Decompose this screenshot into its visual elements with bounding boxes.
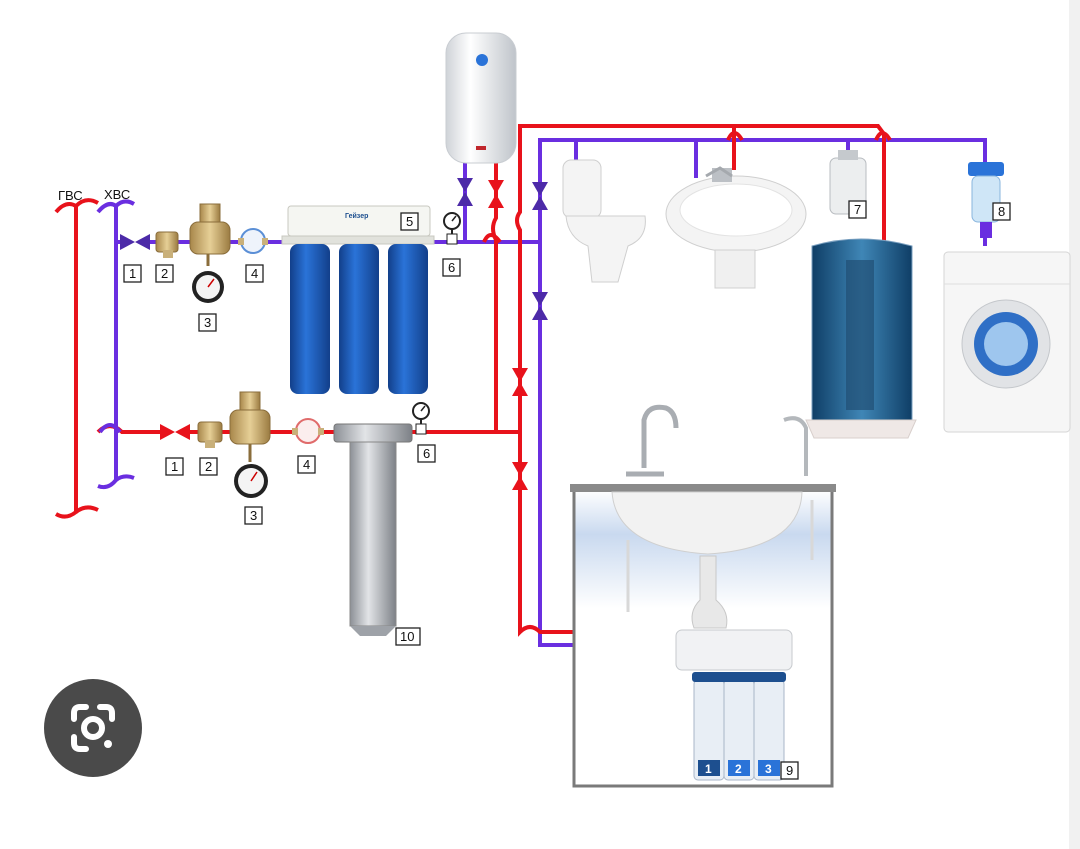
svg-text:1: 1	[129, 266, 136, 281]
hot-pressure-gauge	[234, 464, 268, 498]
toilet	[562, 159, 646, 283]
drinking-water-tap	[783, 416, 808, 476]
svg-text:3: 3	[204, 315, 211, 330]
cold-crossover	[98, 423, 122, 434]
cold-riser-valve-mid[interactable]	[532, 292, 548, 320]
label-9: 9	[780, 761, 799, 780]
label-hot-2: 2	[199, 457, 218, 476]
blue-filter-unit: Гейзер	[281, 205, 435, 394]
label-hot-10: 10	[395, 627, 421, 646]
hot-pressure-reducer	[229, 391, 271, 462]
svg-text:4: 4	[251, 266, 258, 281]
svg-text:2: 2	[161, 266, 168, 281]
label-hot-6: 6	[417, 444, 436, 463]
svg-text:1: 1	[171, 459, 178, 474]
svg-text:6: 6	[423, 446, 430, 461]
label-cold-2: 2	[155, 264, 174, 283]
cold-manometer	[443, 212, 461, 245]
hot-manometer	[412, 402, 430, 435]
hot-crossover	[482, 131, 892, 244]
heater-hot-valve[interactable]	[488, 180, 504, 208]
cold-pressure-gauge	[192, 271, 224, 303]
kitchen-sink	[611, 491, 803, 629]
label-cold-3: 3	[198, 313, 217, 332]
label-cold-6: 6	[442, 258, 461, 277]
svg-text:10: 10	[400, 629, 414, 644]
label-cold-1: 1	[123, 264, 142, 283]
label-cold-5: 5	[400, 212, 419, 231]
hot-riser-valve-top[interactable]	[512, 368, 528, 396]
hot-strainer	[197, 421, 223, 448]
washer-filter	[968, 162, 1004, 238]
lens-search-button[interactable]	[44, 679, 142, 777]
hot-riser	[54, 198, 100, 519]
label-hot-1: 1	[165, 457, 184, 476]
label-hot-3: 3	[244, 506, 263, 525]
svg-text:2: 2	[205, 459, 212, 474]
svg-text:7: 7	[854, 202, 861, 217]
water-heater	[445, 32, 517, 164]
cartridge-3-number: 3	[765, 762, 772, 776]
hot-riser-valve-bottom[interactable]	[512, 462, 528, 490]
reverse-osmosis-filter: 1 2 3	[675, 629, 793, 781]
hot-water-label: ГВС	[58, 188, 83, 203]
svg-text:9: 9	[786, 763, 793, 778]
cold-water-meter	[238, 228, 268, 254]
hot-water-meter	[292, 418, 324, 444]
page-edge	[1069, 0, 1080, 849]
heater-cold-valve[interactable]	[457, 178, 473, 206]
cold-water-label: ХВС	[104, 187, 130, 202]
washing-machine	[943, 251, 1071, 433]
label-hot-4: 4	[297, 455, 316, 474]
svg-text:5: 5	[406, 214, 413, 229]
label-7: 7	[848, 200, 867, 219]
stainless-filter	[333, 423, 413, 636]
hot-ball-valve[interactable]	[160, 424, 190, 440]
filter-brand: Гейзер	[345, 212, 368, 220]
cold-ball-valve[interactable]	[120, 234, 150, 250]
camera-lens-icon	[71, 704, 115, 752]
svg-text:8: 8	[998, 204, 1005, 219]
cold-riser-valve-top[interactable]	[532, 182, 548, 210]
svg-text:6: 6	[448, 260, 455, 275]
shower-filter	[829, 150, 867, 215]
svg-text:4: 4	[303, 457, 310, 472]
kitchen-faucet	[626, 404, 679, 477]
label-8: 8	[992, 202, 1011, 221]
svg-text:3: 3	[250, 508, 257, 523]
cold-strainer	[155, 231, 179, 258]
cartridge-1-number: 1	[705, 762, 712, 776]
cold-riser	[96, 199, 136, 490]
label-cold-4: 4	[245, 264, 264, 283]
washbasin	[665, 166, 807, 289]
cartridge-2-number: 2	[735, 762, 742, 776]
cold-pressure-reducer	[189, 203, 231, 266]
cabinet-side-pipes	[626, 500, 814, 612]
shower-cabin	[805, 238, 917, 439]
